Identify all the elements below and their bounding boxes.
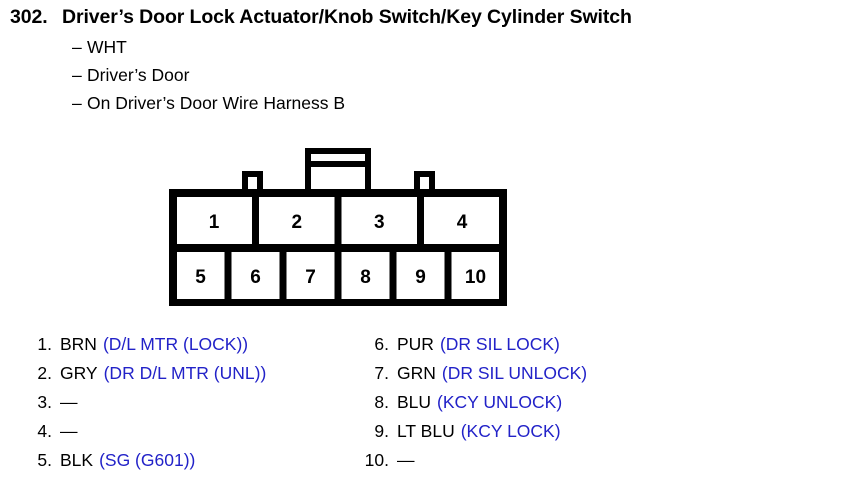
pin-body: GRN(DR SIL UNLOCK) <box>397 359 587 388</box>
connector-drawing: 1 2 3 4 5 6 7 8 9 10 <box>169 148 507 306</box>
pin-wire-color: — <box>60 421 78 441</box>
connector-cell-9: 9 <box>415 267 426 288</box>
subtitle-label: Driver’s Door <box>87 65 190 85</box>
pin-wire-color: BLK <box>60 450 94 470</box>
pin-signal-name: (DR SIL UNLOCK) <box>441 363 588 383</box>
pin-wire-color: LT BLU <box>397 421 455 441</box>
pin-row: 1. BRN(D/L MTR (LOCK)) <box>18 330 266 359</box>
connector-cell-7: 7 <box>305 267 316 288</box>
pin-body: BRN(D/L MTR (LOCK)) <box>60 330 266 359</box>
connector-cell-5: 5 <box>195 267 206 288</box>
connector-cell-4: 4 <box>457 212 468 233</box>
pin-wire-color: PUR <box>397 334 434 354</box>
pin-row: 6. PUR(DR SIL LOCK) <box>355 330 587 359</box>
connector-cell-6: 6 <box>250 267 261 288</box>
item-number: 302. <box>10 6 48 28</box>
pin-row: 7. GRN(DR SIL UNLOCK) <box>355 359 587 388</box>
pin-signal-name: (D/L MTR (LOCK)) <box>102 334 249 354</box>
pin-body: — <box>60 388 266 417</box>
pin-signal-name: (KCY UNLOCK) <box>437 392 563 412</box>
subtitle-list: – WHT – Driver’s Door – On Driver’s Door… <box>10 33 850 117</box>
item-title: Driver’s Door Lock Actuator/Knob Switch/… <box>62 6 632 28</box>
pin-legend-column-left: 1. BRN(D/L MTR (LOCK)) 2. GRY(DR D/L MTR… <box>18 330 266 475</box>
pin-row: 9. LT BLU(KCY LOCK) <box>355 417 587 446</box>
subtitle-item: – WHT <box>72 33 850 61</box>
subtitle-item: – On Driver’s Door Wire Harness B <box>72 89 850 117</box>
connector-tab-right <box>414 171 435 191</box>
connector-cell-3: 3 <box>374 212 385 233</box>
pin-index: 4. <box>37 421 52 441</box>
pin-body: LT BLU(KCY LOCK) <box>397 417 587 446</box>
pin-index: 10. <box>364 450 389 470</box>
pin-wire-color: GRY <box>60 363 98 383</box>
pin-row: 8. BLU(KCY UNLOCK) <box>355 388 587 417</box>
connector-cell-2: 2 <box>291 212 302 233</box>
dash-marker: – <box>72 93 82 113</box>
subtitle-label: WHT <box>87 37 127 57</box>
pin-body: PUR(DR SIL LOCK) <box>397 330 587 359</box>
pin-legend: 1. BRN(D/L MTR (LOCK)) 2. GRY(DR D/L MTR… <box>0 330 854 478</box>
subtitle-label: On Driver’s Door Wire Harness B <box>87 93 346 113</box>
dash-marker: – <box>72 37 82 57</box>
pin-wire-color: BRN <box>60 334 97 354</box>
pin-index: 9. <box>374 421 389 441</box>
pin-index: 5. <box>37 450 52 470</box>
connector-cell-8: 8 <box>360 267 371 288</box>
pin-body: — <box>397 446 587 475</box>
pin-index: 8. <box>374 392 389 412</box>
pin-row: 2. GRY(DR D/L MTR (UNL)) <box>18 359 266 388</box>
pin-body: GRY(DR D/L MTR (UNL)) <box>60 359 266 388</box>
pin-row: 3. — <box>18 388 266 417</box>
connector-cell-10: 10 <box>465 267 486 288</box>
page-title: 302. Driver’s Door Lock Actuator/Knob Sw… <box>10 4 850 30</box>
pin-body: — <box>60 417 266 446</box>
pin-index: 6. <box>374 334 389 354</box>
header-block: 302. Driver’s Door Lock Actuator/Knob Sw… <box>10 4 850 117</box>
pin-body: BLK(SG (G601)) <box>60 446 266 475</box>
pin-index: 1. <box>37 334 52 354</box>
pin-row: 4. — <box>18 417 266 446</box>
pin-row: 5. BLK(SG (G601)) <box>18 446 266 475</box>
pin-row: 10. — <box>355 446 587 475</box>
pin-signal-name: (DR D/L MTR (UNL)) <box>103 363 267 383</box>
subtitle-item: – Driver’s Door <box>72 61 850 89</box>
pin-wire-color: — <box>397 450 415 470</box>
pin-wire-color: BLU <box>397 392 432 412</box>
pin-index: 7. <box>374 363 389 383</box>
pin-wire-color: — <box>60 392 78 412</box>
pin-index: 3. <box>37 392 52 412</box>
connector-tab-left <box>242 171 263 191</box>
pin-signal-name: (KCY LOCK) <box>460 421 561 441</box>
connector-cell-1: 1 <box>209 212 220 233</box>
pin-body: BLU(KCY UNLOCK) <box>397 388 587 417</box>
connector-tab-center <box>305 148 371 191</box>
pin-signal-name: (DR SIL LOCK) <box>439 334 560 354</box>
pin-index: 2. <box>37 363 52 383</box>
pin-legend-column-right: 6. PUR(DR SIL LOCK) 7. GRN(DR SIL UNLOCK… <box>355 330 587 475</box>
connector-diagram: 1 2 3 4 5 6 7 8 9 10 <box>168 146 508 306</box>
pin-signal-name: (SG (G601)) <box>99 450 196 470</box>
pin-wire-color: GRN <box>397 363 436 383</box>
dash-marker: – <box>72 65 82 85</box>
